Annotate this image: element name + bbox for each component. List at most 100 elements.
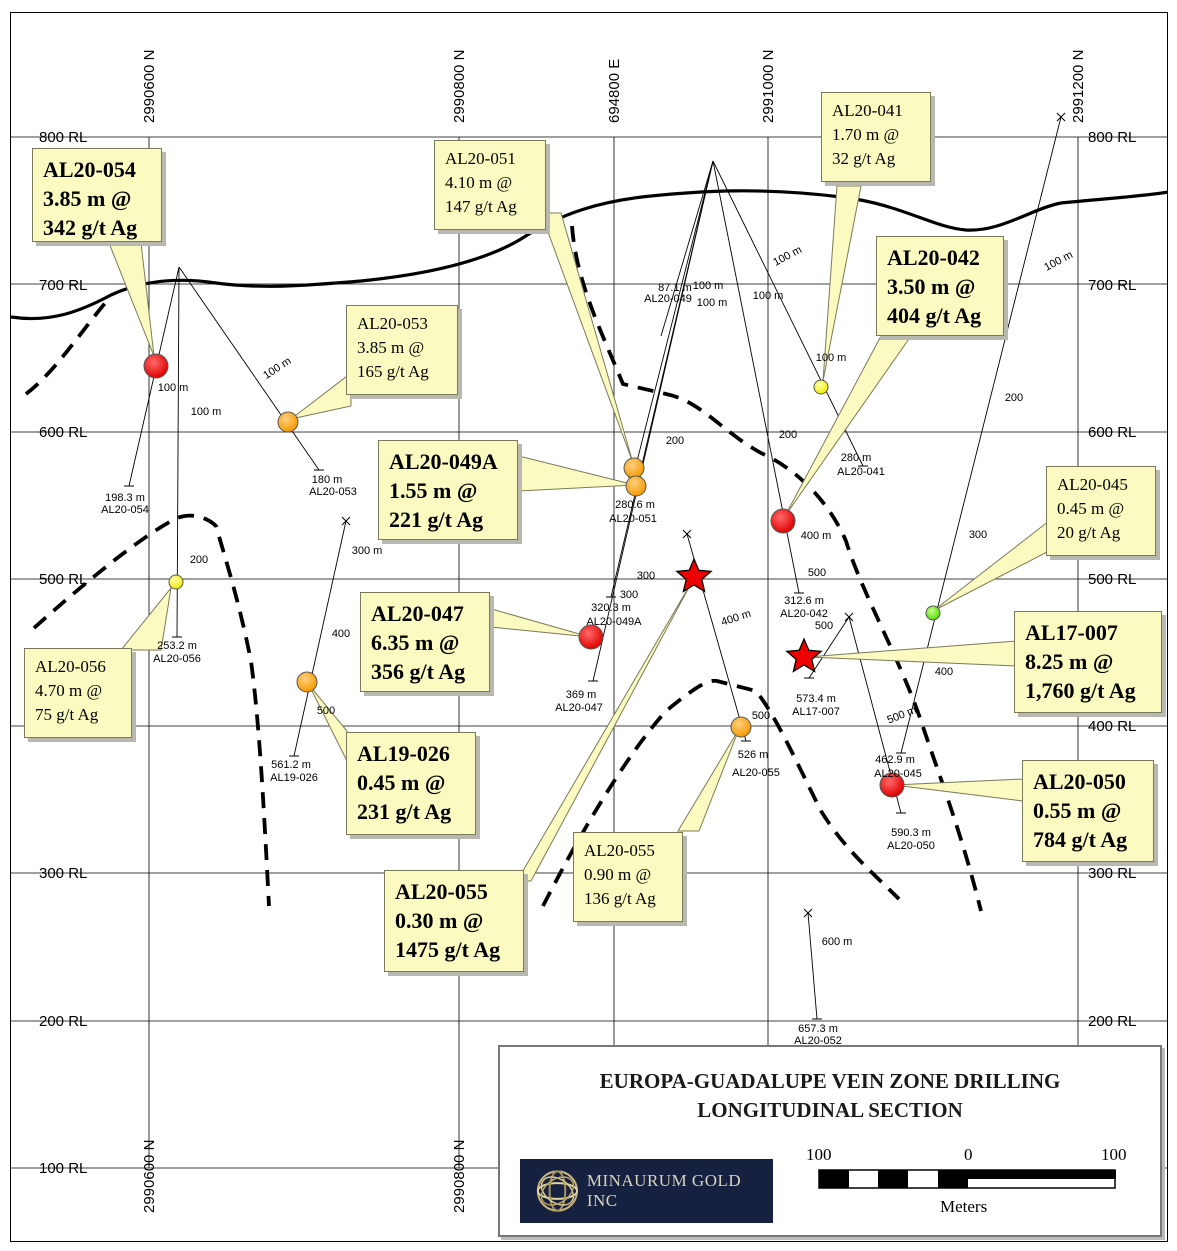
vein-outlines <box>24 225 983 912</box>
drill-hole-labels: 198.3 m AL20-054 100 m 100 m 200 253.2 m… <box>101 244 1075 1047</box>
dot-al20-041 <box>813 379 829 395</box>
label-al20-054-m1: 100 m <box>158 382 189 394</box>
callout-al20-045-hole: AL20-045 <box>1057 475 1128 494</box>
label-al20-056-name: AL20-056 <box>153 653 201 665</box>
dot-al20-045 <box>925 605 941 621</box>
elev-label-right-800: 800 RL <box>1088 129 1136 146</box>
label-al20-045-m1: 100 m <box>1042 249 1075 274</box>
callout-al20-049a-width: 1.55 m @ <box>389 478 478 503</box>
elev-label-left-800: 800 RL <box>39 129 87 146</box>
callout-al17-007-grade: 1,760 g/t Ag <box>1025 678 1136 703</box>
high-grade-stars <box>675 557 823 673</box>
dot-al20-049a <box>625 475 647 497</box>
scale-label-left: 100 <box>806 1145 832 1164</box>
grid-label-2990600-top: 2990600 N <box>141 50 158 123</box>
callout-al20-047-width: 6.35 m @ <box>371 630 460 655</box>
grid-label-2991200-top: 2991200 N <box>1070 50 1087 123</box>
callout-al20-055-a-hole: AL20-055 <box>584 841 655 860</box>
elev-label-right-400: 400 RL <box>1088 718 1136 735</box>
elev-label-left-100: 100 RL <box>39 1160 87 1177</box>
label-al20-050-m5: 500 m <box>885 704 918 727</box>
label-al19-026-depth: 561.2 m <box>271 759 311 771</box>
callout-al17-007: AL17-007 8.25 m @ 1,760 g/t Ag <box>1014 611 1162 713</box>
label-cluster-c: AL20-049 <box>644 293 692 305</box>
callout-al20-054-hole: AL20-054 <box>43 157 136 182</box>
callout-al20-056: AL20-056 4.70 m @ 75 g/t Ag <box>24 648 132 738</box>
callout-al20-055-a: AL20-055 0.90 m @ 136 g/t Ag <box>573 832 683 922</box>
scale-unit-label: Meters <box>940 1197 988 1216</box>
grid-label-2990600-bottom: 2990600 N <box>141 1140 158 1213</box>
label-al20-053-name: AL20-053 <box>309 486 357 498</box>
dot-al20-054 <box>143 353 169 379</box>
callout-al20-055-b-width: 0.30 m @ <box>395 908 484 933</box>
callout-al20-054: AL20-054 3.85 m @ 342 g/t Ag <box>32 148 162 242</box>
callout-al20-053-width: 3.85 m @ <box>357 338 425 357</box>
callout-al20-047-hole: AL20-047 <box>371 601 464 626</box>
legend-title-line2: LONGITUDINAL SECTION <box>697 1098 963 1122</box>
callout-al20-047-grade: 356 g/t Ag <box>371 659 466 684</box>
callout-al20-051-hole: AL20-051 <box>445 149 516 168</box>
callout-al20-051-grade: 147 g/t Ag <box>445 197 517 216</box>
logo-text: MINAURUM GOLD INC <box>586 1171 742 1210</box>
company-logo: MINAURUM GOLD INC <box>520 1159 773 1223</box>
label-al20-051-depth: 280.6 m <box>615 499 655 511</box>
label-cluster-d: 100 m <box>697 297 728 309</box>
label-al19-026-m2: 400 <box>332 628 350 640</box>
label-al20-042-m1: 100 m <box>771 244 804 269</box>
label-al20-054-depth: 198.3 m <box>105 492 145 504</box>
callout-al19-026-width: 0.45 m @ <box>357 770 446 795</box>
callout-al20-050-grade: 784 g/t Ag <box>1033 827 1128 852</box>
callout-al20-053: AL20-053 3.85 m @ 165 g/t Ag <box>346 305 458 395</box>
trace-al17-007 <box>808 616 850 679</box>
label-al19-026-name: AL19-026 <box>270 772 318 784</box>
trace-al20-045 <box>900 116 1062 754</box>
callout-al20-055-a-grade: 136 g/t Ag <box>584 889 656 908</box>
topography-line <box>11 189 1167 321</box>
scale-bar <box>818 1169 1116 1189</box>
grid-label-2990800-top: 2990800 N <box>451 50 468 123</box>
callout-al20-050-hole: AL20-050 <box>1033 769 1126 794</box>
callout-al20-055-b: AL20-055 0.30 m @ 1475 g/t Ag <box>384 870 524 972</box>
label-cluster-a: 87.1 m <box>658 282 692 294</box>
callout-al20-053-hole: AL20-053 <box>357 314 428 333</box>
label-al20-052-m6: 600 m <box>822 936 853 948</box>
callout-al20-045: AL20-045 0.45 m @ 20 g/t Ag <box>1046 466 1156 556</box>
callout-al20-041-grade: 32 g/t Ag <box>832 149 896 168</box>
callout-al19-026: AL19-026 0.45 m @ 231 g/t Ag <box>346 732 476 835</box>
label-al20-052-name: AL20-052 <box>794 1035 842 1047</box>
label-al20-053-depth: 180 m <box>312 474 343 486</box>
callout-al20-045-grade: 20 g/t Ag <box>1057 523 1121 542</box>
dot-al19-026 <box>296 671 318 693</box>
label-al20-051-name: AL20-051 <box>609 513 657 525</box>
label-al19-026-m3: 500 <box>317 705 335 717</box>
trace-al20-041 <box>712 160 864 467</box>
callout-al20-045-width: 0.45 m @ <box>1057 499 1125 518</box>
label-al20-055-m5: 500 <box>752 710 770 722</box>
title-legend-box: EUROPA-GUADALUPE VEIN ZONE DRILLING LONG… <box>498 1045 1162 1237</box>
label-al20-055-name: AL20-055 <box>732 767 780 779</box>
label-al17-007-m5: 500 <box>808 567 826 579</box>
label-al20-047-name: AL20-047 <box>555 702 603 714</box>
grid-label-2991000-top: 2991000 N <box>760 50 777 123</box>
trace-al20-051 <box>632 160 714 478</box>
elev-label-right-300: 300 RL <box>1088 865 1136 882</box>
callout-al20-049a-grade: 221 g/t Ag <box>389 507 484 532</box>
elev-label-right-700: 700 RL <box>1088 277 1136 294</box>
label-al20-041-name: AL20-041 <box>837 466 885 478</box>
elev-label-left-300: 300 RL <box>39 865 87 882</box>
label-al17-007-depth: 573.4 m <box>796 693 836 705</box>
grid-label-2990800-bottom: 2990800 N <box>451 1140 468 1213</box>
callout-al20-051-width: 4.10 m @ <box>445 173 513 192</box>
label-cluster-b: 100 m <box>693 280 724 292</box>
scale-label-mid: 0 <box>964 1145 973 1164</box>
label-al20-049a-name: AL20-049A <box>586 616 642 628</box>
label-al19-026-m1: 300 m <box>352 545 383 557</box>
callout-al20-041: AL20-041 1.70 m @ 32 g/t Ag <box>821 92 931 182</box>
elev-label-right-600: 600 RL <box>1088 424 1136 441</box>
label-al20-056-depth: 253.2 m <box>157 640 197 652</box>
dot-al20-051 <box>623 457 645 479</box>
label-al20-045-depth: 462.9 m <box>875 754 915 766</box>
gold-sphere-icon <box>536 1170 579 1212</box>
callout-al19-026-hole: AL19-026 <box>357 741 450 766</box>
elev-label-left-700: 700 RL <box>39 277 87 294</box>
